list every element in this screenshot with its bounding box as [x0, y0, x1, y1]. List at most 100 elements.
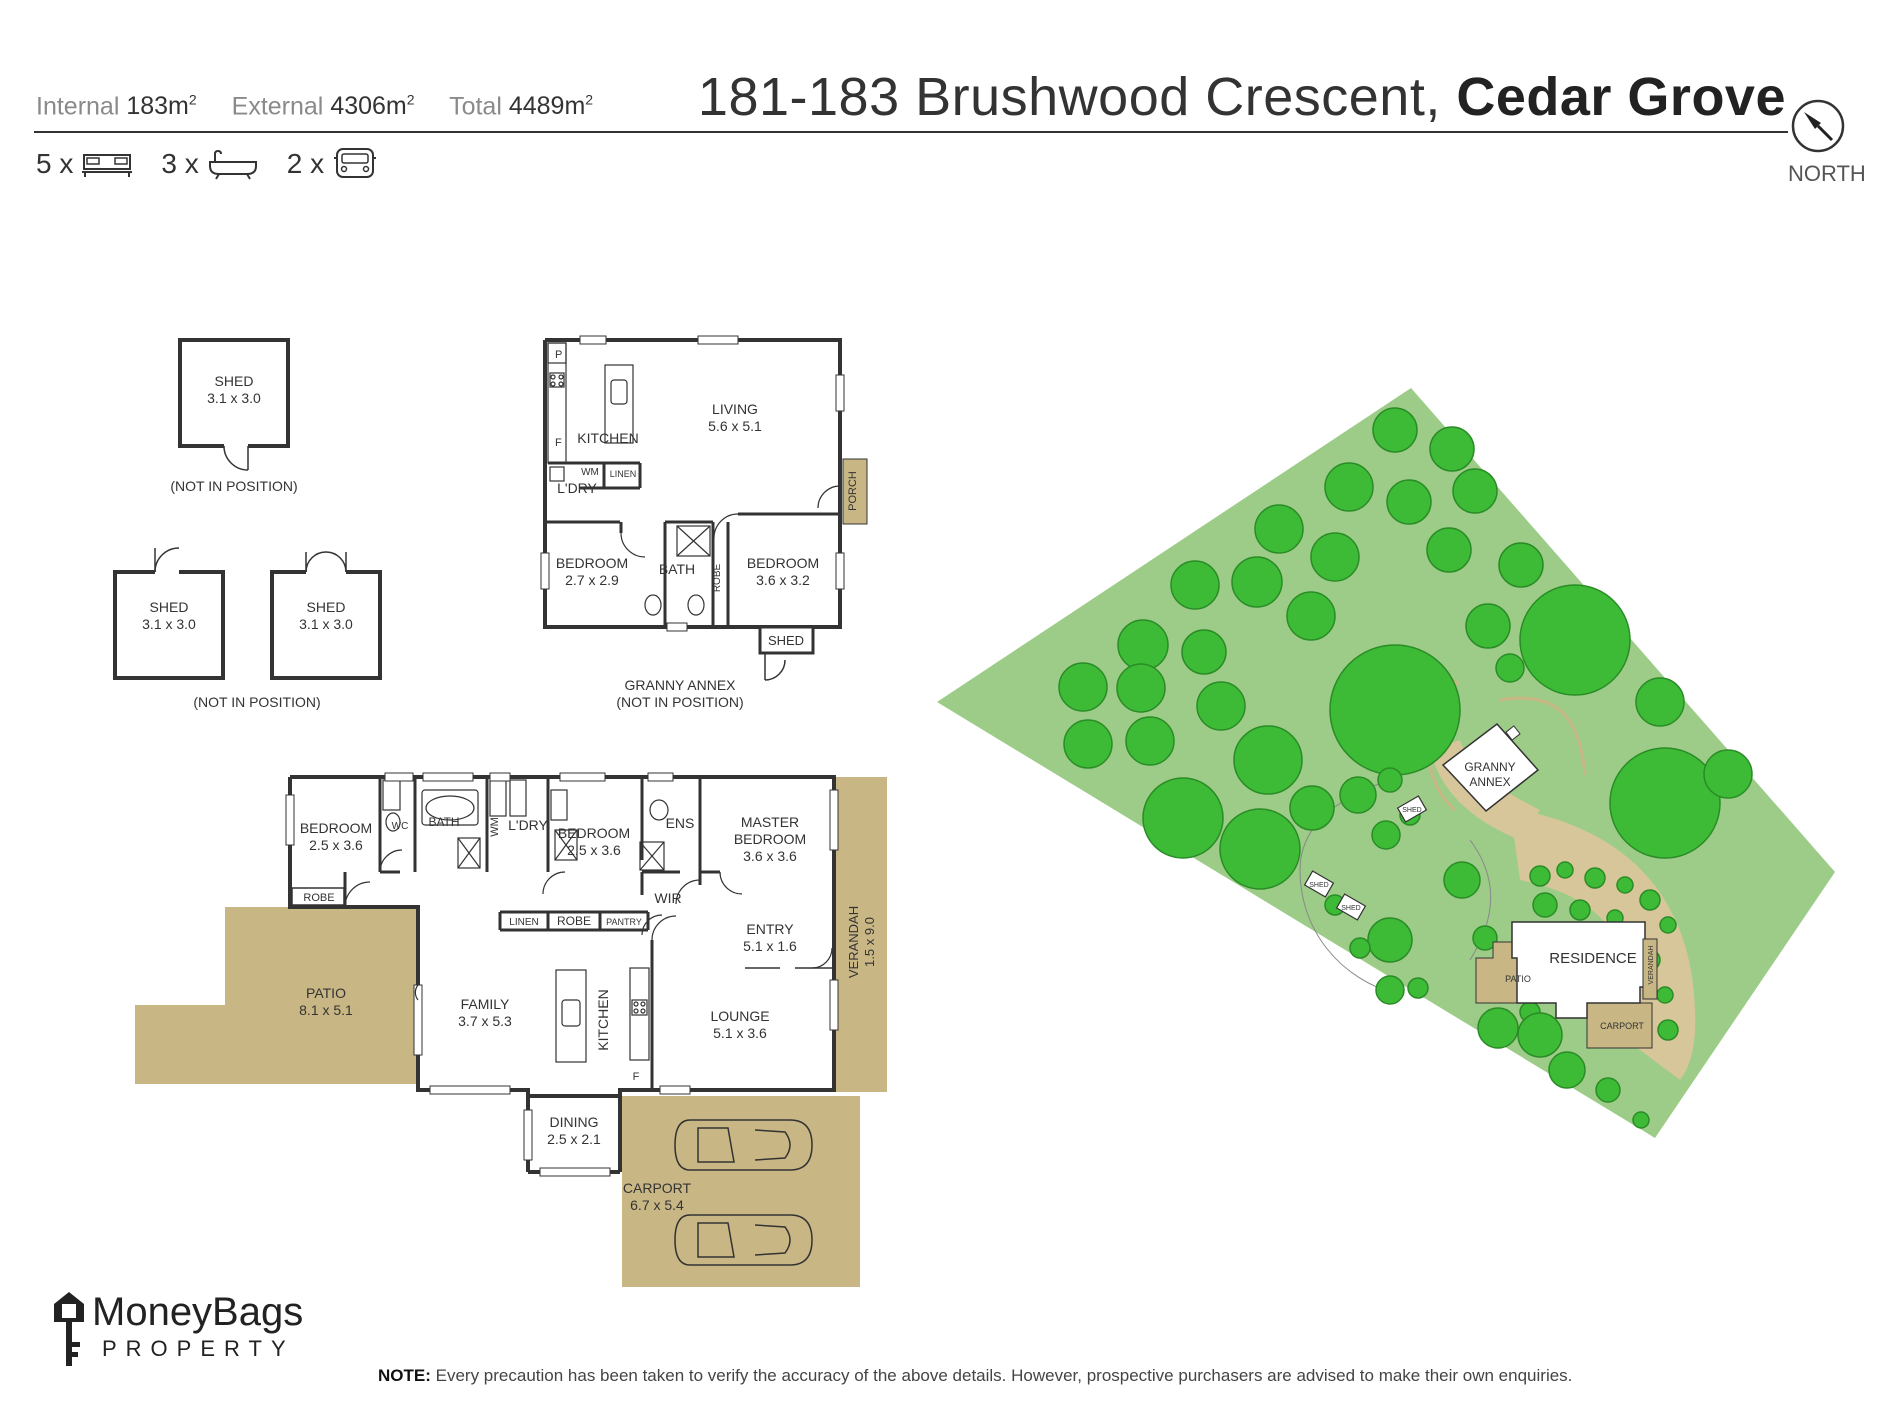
res-verandah-label: VERANDAH [846, 906, 861, 978]
res-wm-label: WM [489, 817, 501, 837]
res-dining-label: DINING [550, 1114, 599, 1130]
res-family-label: FAMILY [461, 996, 510, 1012]
annex-bath-label: BATH [659, 561, 695, 577]
carport-area [622, 1096, 860, 1287]
annex-title: GRANNY ANNEX [625, 677, 737, 693]
internal-label: Internal [36, 92, 120, 121]
shed-1-dims: 3.1 x 3.0 [207, 390, 261, 406]
annex-note: (NOT IN POSITION) [616, 694, 743, 710]
annex-living-dims: 5.6 x 5.1 [708, 418, 762, 434]
compass-icon [1791, 99, 1845, 153]
res-master-label: MASTER [741, 814, 799, 830]
large-tree [1329, 644, 1461, 776]
annex-bedroom-1-dims: 2.7 x 2.9 [565, 572, 619, 588]
res-linen-label: LINEN [509, 917, 538, 928]
res-dining-dims: 2.5 x 2.1 [547, 1131, 601, 1147]
annex-bedroom-1: BEDROOM [556, 555, 628, 571]
note-label: NOTE: [378, 1366, 431, 1385]
res-wc-label: WC [392, 821, 409, 832]
disclaimer-note: NOTE: Every precaution has been taken to… [378, 1366, 1572, 1386]
cars-feature: 2 x [287, 146, 378, 182]
shed-2-name: SHED [150, 599, 189, 615]
total-value: 4489m2 [508, 92, 594, 121]
shed-3-dims: 3.1 x 3.0 [299, 616, 353, 632]
annex-porch-label: PORCH [847, 471, 859, 511]
address-suburb: Cedar Grove [1456, 67, 1786, 127]
res-bedroom-2-dims: 2.5 x 3.6 [567, 842, 621, 858]
res-entry-dims: 5.1 x 1.6 [743, 938, 797, 954]
carport-cars [674, 1119, 813, 1266]
res-bath-label: BATH [428, 815, 459, 829]
granny-annex-plan: P F KITCHEN WM LINEN L'DRY LIVING 5.6 x … [540, 335, 868, 710]
annex-bedroom-2-dims: 3.6 x 3.2 [756, 572, 810, 588]
res-ensuite-label: ENS [666, 815, 695, 831]
res-kitchen-label: KITCHEN [595, 989, 611, 1050]
svg-text:SHED: SHED [1402, 807, 1421, 814]
address-street: 181-183 Brushwood Crescent, [697, 67, 1441, 127]
res-patio-dims: 8.1 x 5.1 [299, 1002, 353, 1018]
res-carport-dims: 6.7 x 5.4 [630, 1197, 684, 1213]
patio-area [135, 907, 418, 1084]
verandah-area [834, 777, 887, 1092]
shed-2-3-note: (NOT IN POSITION) [193, 694, 320, 710]
res-fridge-label: F [633, 1071, 640, 1083]
res-lounge-dims: 5.1 x 3.6 [713, 1025, 767, 1041]
bed-icon [82, 154, 133, 177]
annex-living-label: LIVING [712, 401, 758, 417]
large-tree [1519, 584, 1631, 696]
site-carport [1586, 1002, 1653, 1049]
site-verandah-label: VERANDAH [1648, 946, 1655, 985]
res-bedroom-1: BEDROOM [300, 820, 372, 836]
res-verandah-dims: 1.5 x 9.0 [862, 917, 877, 967]
bath-icon [208, 149, 257, 180]
annex-pantry-label: P [555, 349, 562, 361]
res-wir-label: WIR [654, 890, 681, 906]
svg-text:SHED: SHED [1309, 882, 1328, 889]
annex-laundry-label: L'DRY [557, 480, 597, 496]
site-trees [1058, 407, 1753, 1129]
res-entry-label: ENTRY [746, 921, 794, 937]
shed-1-note: (NOT IN POSITION) [170, 478, 297, 494]
site-granny-annex [1441, 722, 1540, 813]
res-lounge-label: LOUNGE [710, 1008, 769, 1024]
svg-text:SHED: SHED [1341, 905, 1360, 912]
site-residence [1511, 921, 1646, 1019]
external-value: 4306m2 [330, 92, 415, 121]
res-pantry-label: PANTRY [606, 917, 642, 927]
area-summary: Internal 183m2 External 4306m2 Total 448… [36, 92, 621, 121]
note-text: Every precaution has been taken to verif… [430, 1366, 1573, 1385]
property-address: 181-183 Brushwood Crescent, Cedar Grove [698, 66, 1786, 128]
logo-main: MoneyBags [92, 1290, 304, 1334]
res-bedroom-2: BEDROOM [558, 825, 630, 841]
site-annex-label: GRANNY [1464, 760, 1515, 774]
res-robe-1: ROBE [303, 892, 334, 904]
baths-feature: 3 x [161, 148, 258, 180]
shed-3-name: SHED [307, 599, 346, 615]
site-plan: GRANNY ANNEX SHED SHED SHED RESIDENCE PA… [937, 388, 1835, 1138]
external-label: External [231, 92, 324, 121]
property-features: 5 x 3 x 2 x [36, 146, 406, 182]
large-tree [1609, 747, 1721, 859]
res-carport-label: CARPORT [623, 1180, 692, 1196]
shed-2-dims: 3.1 x 3.0 [142, 616, 196, 632]
header-divider [34, 131, 1788, 133]
annex-linen-label: LINEN [610, 469, 637, 479]
res-laundry-label: L'DRY [508, 817, 548, 833]
shed-1-name: SHED [215, 373, 254, 389]
res-bedroom-1-dims: 2.5 x 3.6 [309, 837, 363, 853]
site-carport-label: CARPORT [1600, 1021, 1644, 1031]
res-robe-2: ROBE [557, 914, 591, 928]
annex-shed-label: SHED [768, 633, 804, 648]
annex-robe-label: ROBE [712, 564, 723, 593]
site-sheds: SHED SHED SHED [1303, 795, 1428, 921]
annex-fridge-label: F [555, 437, 562, 449]
internal-value: 183m2 [126, 92, 197, 121]
beds-feature: 5 x [36, 148, 133, 180]
site-annex-label-2: ANNEX [1469, 775, 1510, 789]
residence-plan: BEDROOM 2.5 x 3.6 ROBE WC BATH WM L'DRY … [135, 772, 887, 1287]
house-key-icon [54, 1292, 84, 1366]
total-label: Total [449, 92, 502, 121]
res-family-dims: 3.7 x 5.3 [458, 1013, 512, 1029]
res-patio-label: PATIO [306, 985, 346, 1001]
car-icon [334, 148, 377, 178]
